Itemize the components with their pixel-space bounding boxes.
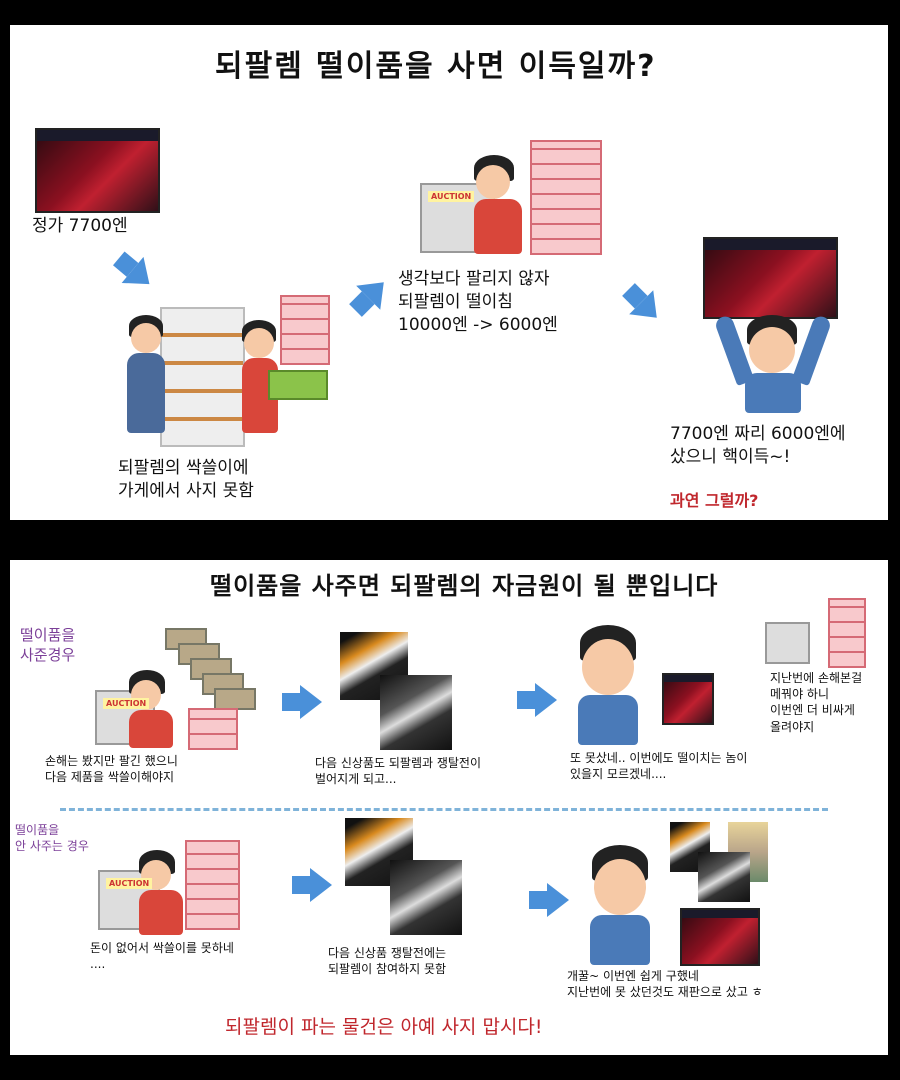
bottom-panel: 떨이품을 사주면 되팔렘의 자금원이 될 뿐입니다 떨이품을 사준경우 AUCT… [10,560,888,1055]
step1-caption: 정가 7700엔 [32,216,128,236]
arrow-icon [356,270,396,310]
case-buy-caption-3: 또 못샀네.. 이번에도 떨이치는 놈이 있을지 모르겠네.... [570,751,748,782]
case-buy-caption-1: 손해는 봤지만 팔긴 했으니 다음 제품을 싹쓸이해야지 [45,754,178,785]
gunpla-image [380,675,452,750]
step2-caption: 되팔렘의 싹쓸이에 가게에서 사지 못함 [118,458,254,501]
case-not-buy-caption-3: 개꿀~ 이번엔 쉽게 구했네 지난번에 못 샀던것도 재판으로 샀고 ㅎ [567,969,763,1000]
case-buy-label: 떨이품을 사준경우 [20,626,76,665]
gunpla-box-image [680,908,760,966]
arrow-icon [121,256,161,298]
arrow-icon [529,883,569,917]
case-not-buy-caption-1: 돈이 없어서 싹쓸이를 못하네 .... [90,941,234,972]
bottom-title: 떨이품을 사주면 되팔렘의 자금원이 될 뿐입니다 [210,572,719,600]
basket-image [268,370,328,400]
arrow-icon [282,685,322,719]
step3-caption: 생각보다 팔리지 않자 되팔렘이 떨이침 10000엔 -> 6000엔 [398,269,558,335]
store-shelf-image [160,307,245,447]
gunpla-box-image [703,237,838,319]
top-title: 되팔렘 떨이품을 사면 이득일까? [215,49,657,84]
gunpla-box-image [662,673,714,725]
arrow-icon [629,290,669,330]
conclusion-text: 되팔렘이 파는 물건은 아예 사지 맙시다! [225,1016,543,1038]
case-buy-caption-2: 다음 신상품도 되팔렘과 쟁탈전이 벌어지게 되고... [315,756,482,787]
boxes-image [280,295,330,365]
boxes-image [188,708,238,750]
arrow-icon [292,868,332,902]
divider [60,808,828,811]
gunpla-image [390,860,462,935]
boxes-image [828,598,866,668]
case-buy-caption-4: 지난번에 손해본걸 메꿔야 하니 이번엔 더 비싸게 올려야지 [770,671,863,734]
arrow-icon [517,683,557,717]
case-not-buy-caption-2: 다음 신상품 쟁탈전에는 되팔렘이 참여하지 못함 [328,946,447,977]
question-text: 과연 그럴까? [670,491,759,510]
top-panel: 되팔렘 떨이품을 사면 이득일까? 정가 7700엔 되팔렘의 싹쓸이에 가게에… [10,25,888,520]
step4-caption: 7700엔 짜리 6000엔에 샀으니 핵이득~! [670,424,846,467]
gunpla-image [698,852,750,902]
gunpla-box-image [35,128,160,213]
boxes-image [185,840,240,930]
boxes-image [530,140,602,255]
auction-laptop-image [765,622,810,664]
money-icon [214,688,256,710]
case-not-buy-label: 떨이품을 안 사주는 경우 [15,823,89,854]
